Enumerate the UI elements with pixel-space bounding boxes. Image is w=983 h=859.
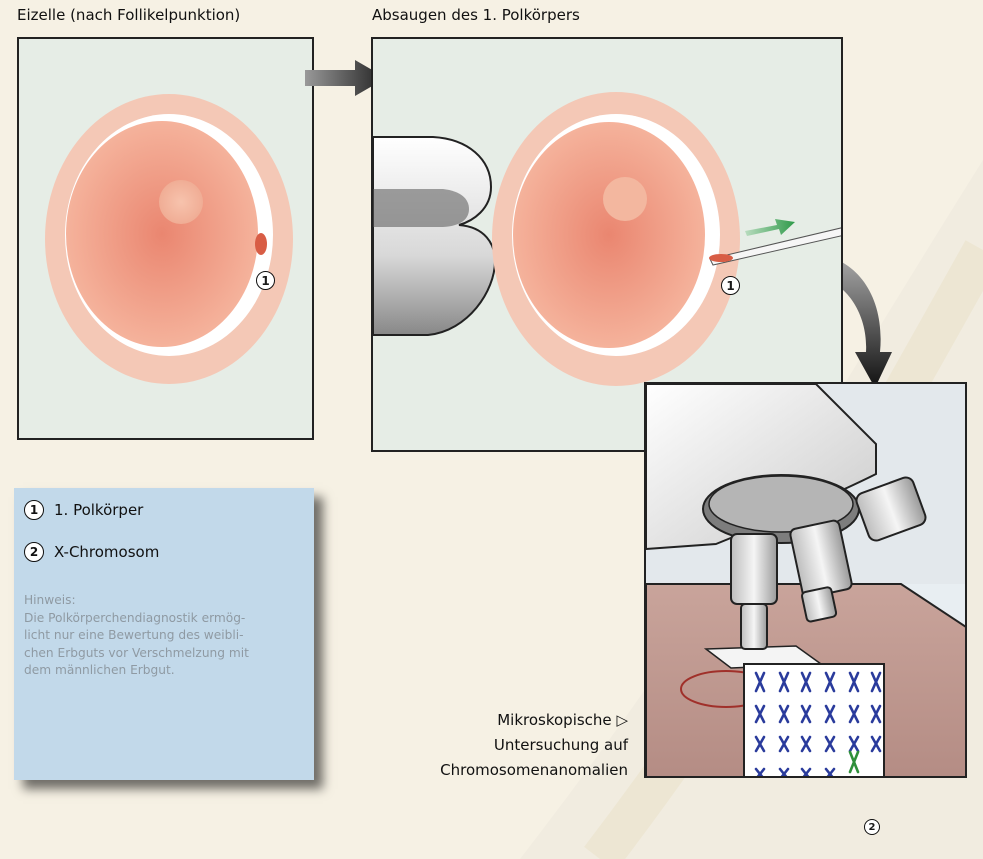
hint-title: Hinweis: <box>24 593 76 607</box>
chromosome <box>824 704 836 724</box>
legend-item-x-chromosome: 2 X-Chromosom <box>24 542 159 562</box>
panel-oocyte: 1 <box>17 37 314 440</box>
marker-polar-body-2: 1 <box>721 276 740 295</box>
chromosome <box>778 671 790 693</box>
chromosome <box>754 671 766 693</box>
chromosome <box>778 735 790 753</box>
hint-line: chen Erbguts vor Verschmelzung mit <box>24 645 249 660</box>
chromosome <box>870 704 882 724</box>
marker-x-chromosome: 2 <box>864 819 880 835</box>
legend-label-1: 1. Polkörper <box>54 501 144 519</box>
title-oocyte: Eizelle (nach Follikelpunktion) <box>17 6 241 24</box>
chromosome <box>870 735 882 753</box>
chromosome <box>754 704 766 724</box>
marker-polar-body: 1 <box>256 271 275 290</box>
chromosome <box>800 767 812 776</box>
karyogram-inset <box>743 663 885 776</box>
chromosome <box>778 767 790 776</box>
caption-microscopy: Mikroskopische ▷ Untersuchung auf Chromo… <box>440 708 628 783</box>
chromosome <box>848 671 860 693</box>
cytoplasm <box>66 121 258 347</box>
chromosome <box>824 671 836 693</box>
cytoplasm-2 <box>513 122 705 348</box>
nucleus <box>159 180 203 224</box>
legend-number-1: 1 <box>24 500 44 520</box>
legend-label-2: X-Chromosom <box>54 543 160 561</box>
chromosome <box>824 735 836 753</box>
aspirated-polar-body <box>709 254 733 262</box>
chromosome <box>800 704 812 724</box>
title-aspiration: Absaugen des 1. Polkörpers <box>372 6 580 24</box>
panel-microscope <box>644 382 967 778</box>
legend-number-2: 2 <box>24 542 44 562</box>
aspiration-illustration <box>373 92 841 386</box>
legend-item-polar-body: 1 1. Polkörper <box>24 500 143 520</box>
x-chromosome <box>848 750 860 774</box>
suction-arrow <box>745 219 795 236</box>
hint-line: dem männlichen Erbgut. <box>24 663 175 677</box>
aspiration-needle <box>709 227 841 266</box>
chromosome <box>778 704 790 724</box>
hint-line: Die Polkörperchendiagnostik ermög- <box>24 610 246 625</box>
chromosome <box>754 735 766 753</box>
hint-text: Hinweis: Die Polkörperchendiagnostik erm… <box>24 592 306 680</box>
polar-body <box>255 233 267 255</box>
nucleus-2 <box>603 177 647 221</box>
objective-lens <box>855 476 927 542</box>
chromosome <box>870 671 882 693</box>
holding-pipette <box>373 136 497 336</box>
chromosome <box>824 767 836 776</box>
chromosome <box>754 767 766 776</box>
pointer-triangle: ▷ <box>616 711 628 729</box>
hint-line: licht nur eine Bewertung des weibli- <box>24 628 244 642</box>
chromosome <box>800 735 812 753</box>
chromosomes <box>754 671 882 776</box>
oocyte-illustration <box>45 94 293 384</box>
chromosome <box>848 704 860 724</box>
microscope-illustration <box>646 384 965 776</box>
chromosome <box>848 735 860 753</box>
chromosome <box>800 671 812 693</box>
caption-line-3: Chromosomenanomalien <box>440 761 628 779</box>
caption-line-2: Untersuchung auf <box>493 736 628 754</box>
caption-line-1: Mikroskopische ▷ <box>497 711 628 729</box>
legend-box: 1 1. Polkörper 2 X-Chromosom Hinweis: Di… <box>14 488 314 780</box>
objective-lens <box>730 533 778 605</box>
